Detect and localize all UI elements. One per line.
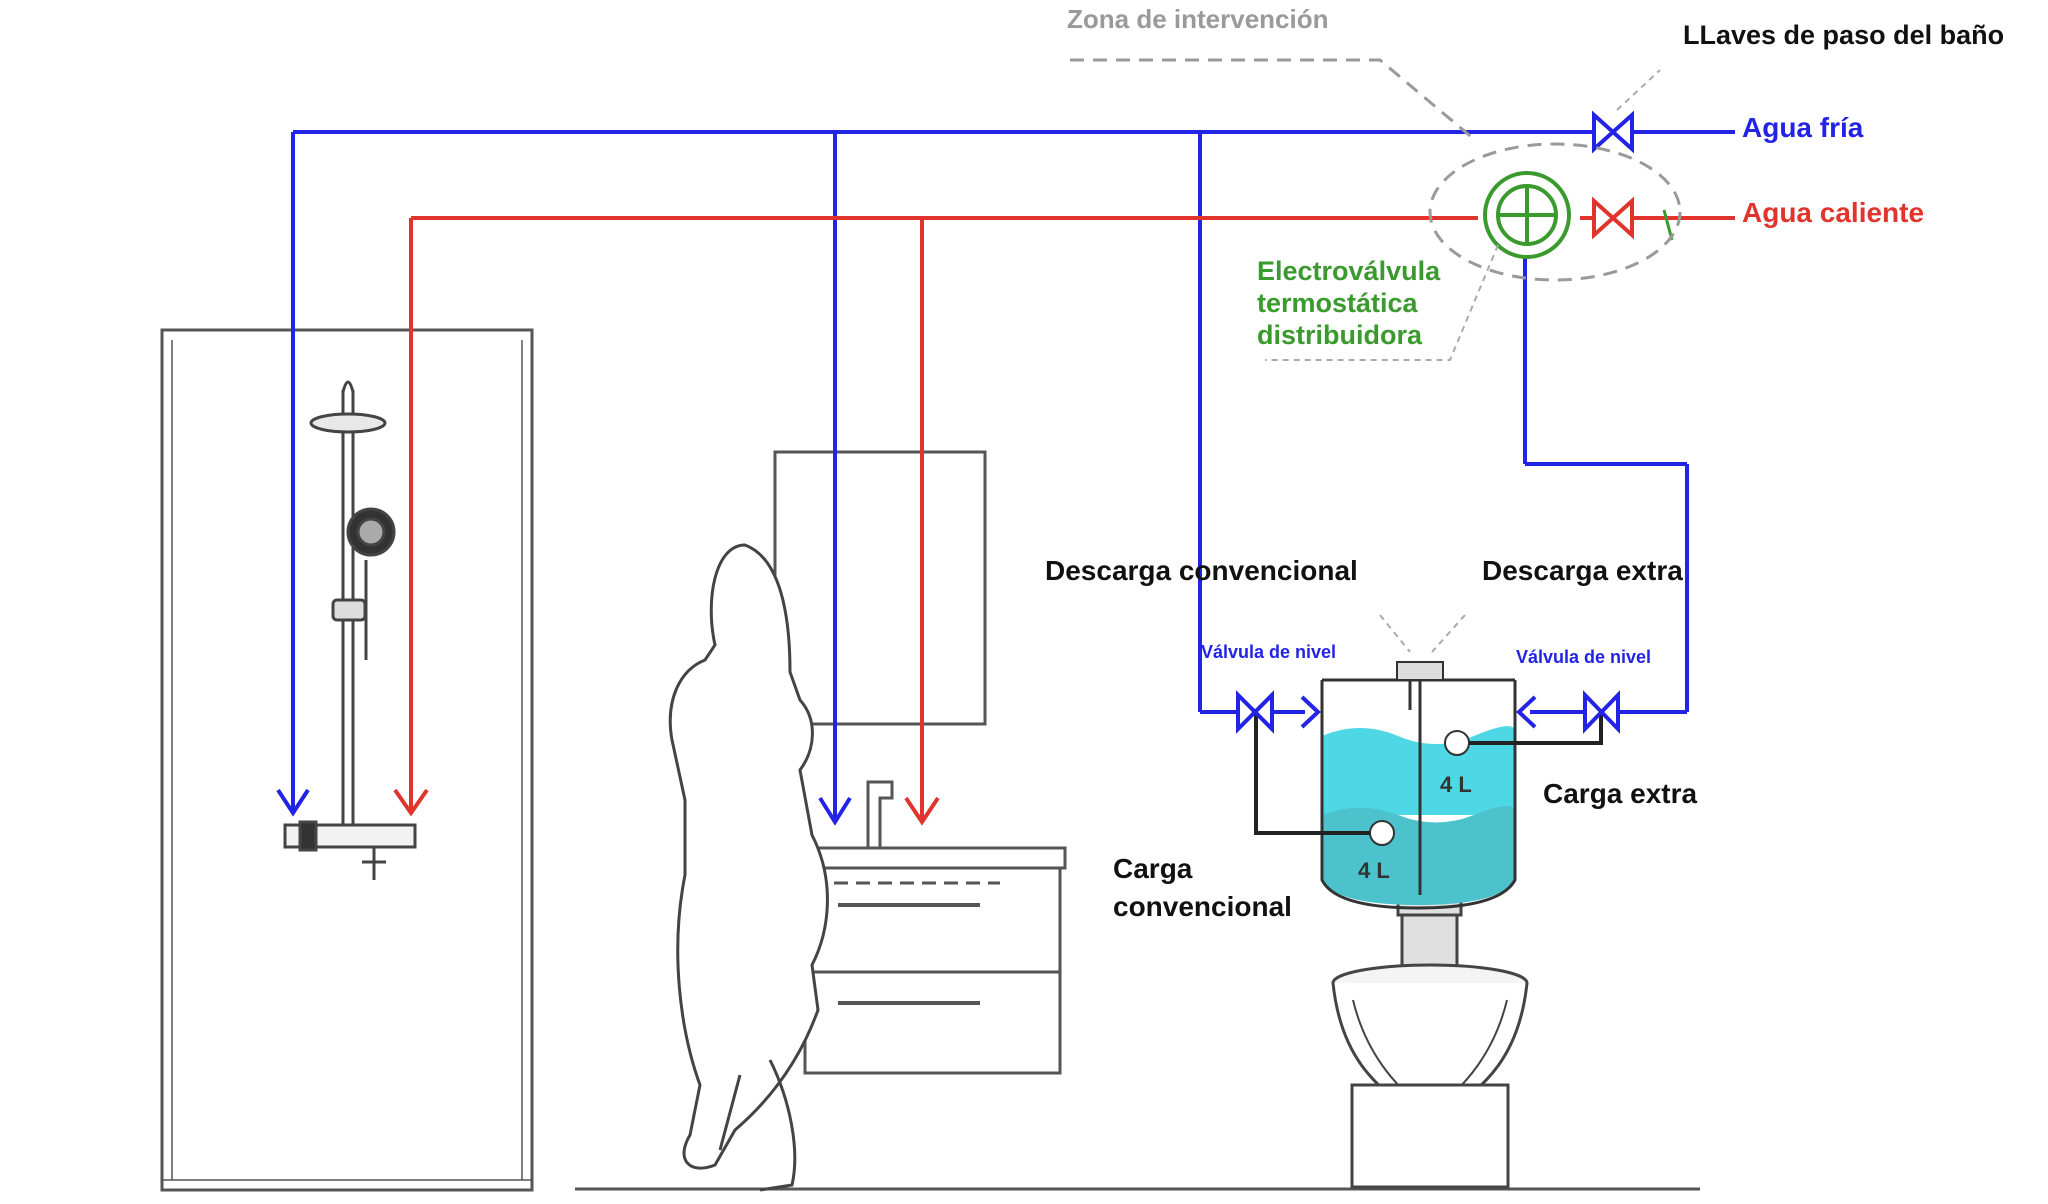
hot-water-label: Agua caliente xyxy=(1742,197,1924,228)
conventional-load-label-2: convencional xyxy=(1113,891,1292,922)
conventional-flush-leader xyxy=(1379,614,1411,653)
cistern-right-inlet-arrow xyxy=(1516,695,1537,729)
shower-hot-arrow xyxy=(393,788,429,817)
sink-hot-arrow xyxy=(904,796,940,826)
float-lower xyxy=(1369,820,1395,846)
cistern-tank: 4 L 4 L xyxy=(1320,661,1517,910)
conventional-load-label-1: Carga xyxy=(1113,853,1193,884)
solenoid-leader xyxy=(1265,244,1499,361)
hot-shutoff-valve xyxy=(1592,196,1634,240)
intervention-zone-outline xyxy=(1428,142,1682,282)
solenoid-valve-icon xyxy=(1483,171,1571,259)
mirror xyxy=(773,450,987,726)
shower-enclosure xyxy=(160,328,534,1192)
conventional-fill-line xyxy=(1254,712,1370,835)
left-level-valve xyxy=(1236,690,1274,734)
extra-flush-leader xyxy=(1431,614,1466,653)
hot-water-pipes xyxy=(393,216,1735,826)
shower-cold-arrow xyxy=(276,788,310,817)
solenoid-label-1: Electroválvula xyxy=(1257,256,1441,286)
shutoff-leader-1 xyxy=(1616,69,1661,111)
cold-water-label: Agua fría xyxy=(1742,112,1864,143)
conventional-flush-label: Descarga convencional xyxy=(1045,555,1358,586)
extra-fill-line xyxy=(1469,712,1603,745)
cistern-left-inlet-arrow xyxy=(1300,695,1321,729)
upper-volume-label: 4 L xyxy=(1440,772,1472,797)
shutoff-leader-2 xyxy=(1662,209,1674,241)
cold-water-pipes xyxy=(276,130,1735,826)
toilet xyxy=(1331,891,1529,1189)
extra-flush-label: Descarga extra xyxy=(1482,555,1683,586)
lower-volume-label: 4 L xyxy=(1358,858,1390,883)
woman-silhouette xyxy=(668,543,829,1170)
woman-legs xyxy=(718,1059,797,1192)
intervention-zone-label: Zona de intervención xyxy=(1067,4,1329,34)
solenoid-label-2: termostática xyxy=(1257,288,1419,318)
flush-button xyxy=(1396,661,1444,681)
shutoff-valves-label: LLaves de paso del baño xyxy=(1683,20,2004,50)
sink-cold-arrow xyxy=(818,796,852,826)
cold-shutoff-valve xyxy=(1592,110,1634,154)
vanity-cabinet xyxy=(798,780,1067,1075)
right-level-valve-label: Válvula de nivel xyxy=(1516,647,1651,667)
left-level-valve-label: Válvula de nivel xyxy=(1201,642,1336,662)
float-upper xyxy=(1444,730,1470,756)
right-level-valve xyxy=(1583,690,1620,734)
extra-load-label: Carga extra xyxy=(1543,778,1698,809)
solenoid-label-3: distribuidora xyxy=(1257,320,1423,350)
intervention-zone-leader xyxy=(1070,58,1476,142)
faucet-icon xyxy=(866,780,894,848)
shower-column xyxy=(283,380,417,880)
